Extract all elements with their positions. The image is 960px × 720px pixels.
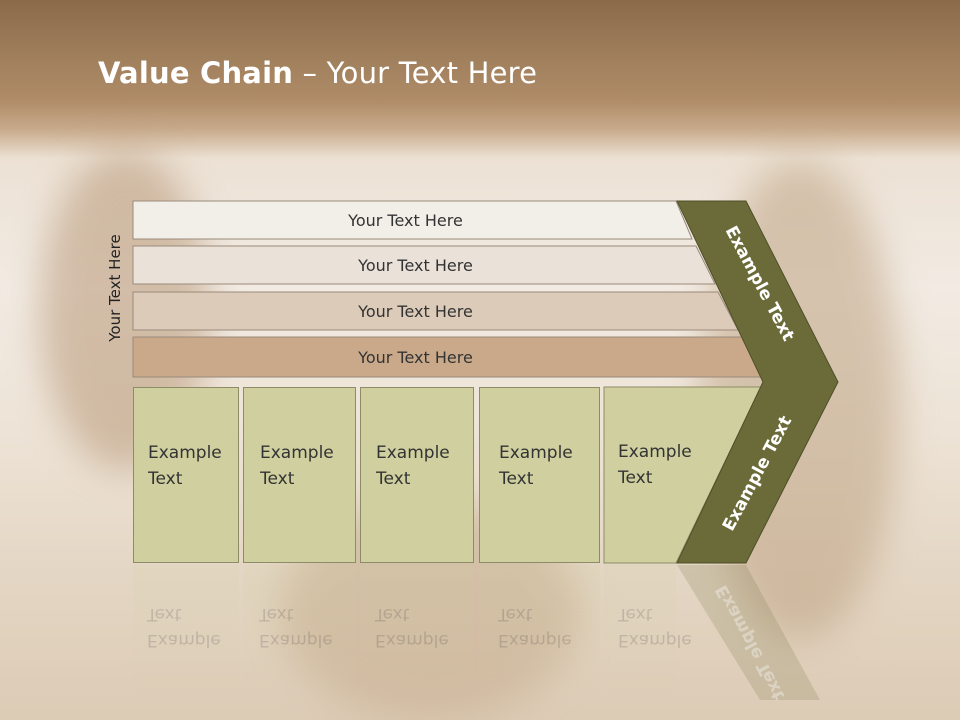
box-1-reflection-label: Example Text <box>147 604 221 650</box>
box-4-reflection: Example Text <box>479 565 600 705</box>
slide-title: Value Chain – Your Text Here <box>98 56 537 90</box>
bar-4-label: Your Text Here <box>358 347 473 367</box>
box-2-label: Example Text <box>260 443 334 489</box>
box-3-reflection: Example Text <box>360 565 474 705</box>
box-5-reflection: Example Text <box>604 565 692 705</box>
bar-3-label: Your Text Here <box>358 301 473 321</box>
box-2: Example Text <box>243 387 356 563</box>
box-4: Example Text <box>479 387 600 563</box>
bar-1-shape <box>132 200 693 240</box>
bar-1: Your Text Here <box>133 201 678 239</box>
box-3: Example Text <box>360 387 474 563</box>
chevron-reflection <box>677 565 820 700</box>
bar-2-label: Your Text Here <box>358 255 473 275</box>
title-bold: Value Chain <box>98 56 294 90</box>
box-1: Example Text <box>133 387 239 563</box>
bar-3: Your Text Here <box>133 292 698 330</box>
box-2-reflection: Example Text <box>243 565 356 705</box>
box-5: Example Text <box>604 387 704 563</box>
chevron-arrow <box>676 200 839 564</box>
box-3-label: Example Text <box>376 443 450 489</box>
bar-2: Your Text Here <box>133 246 698 284</box>
box-1-label: Example Text <box>148 443 222 489</box>
box-2-reflection-label: Example Text <box>259 604 333 650</box>
box-3-reflection-label: Example Text <box>375 604 449 650</box>
box-4-reflection-label: Example Text <box>498 604 572 650</box>
box-1-reflection: Example Text <box>133 565 239 705</box>
box-4-label: Example Text <box>499 443 573 489</box>
bar-4: Your Text Here <box>133 337 698 377</box>
box-5-reflection-label: Example Text <box>618 604 692 650</box>
box-5-label: Example Text <box>618 442 692 488</box>
box-5-shape <box>603 386 762 564</box>
bar-2-shape <box>132 245 716 285</box>
title-rest: – Your Text Here <box>293 56 538 90</box>
bar-1-label: Your Text Here <box>348 210 463 230</box>
